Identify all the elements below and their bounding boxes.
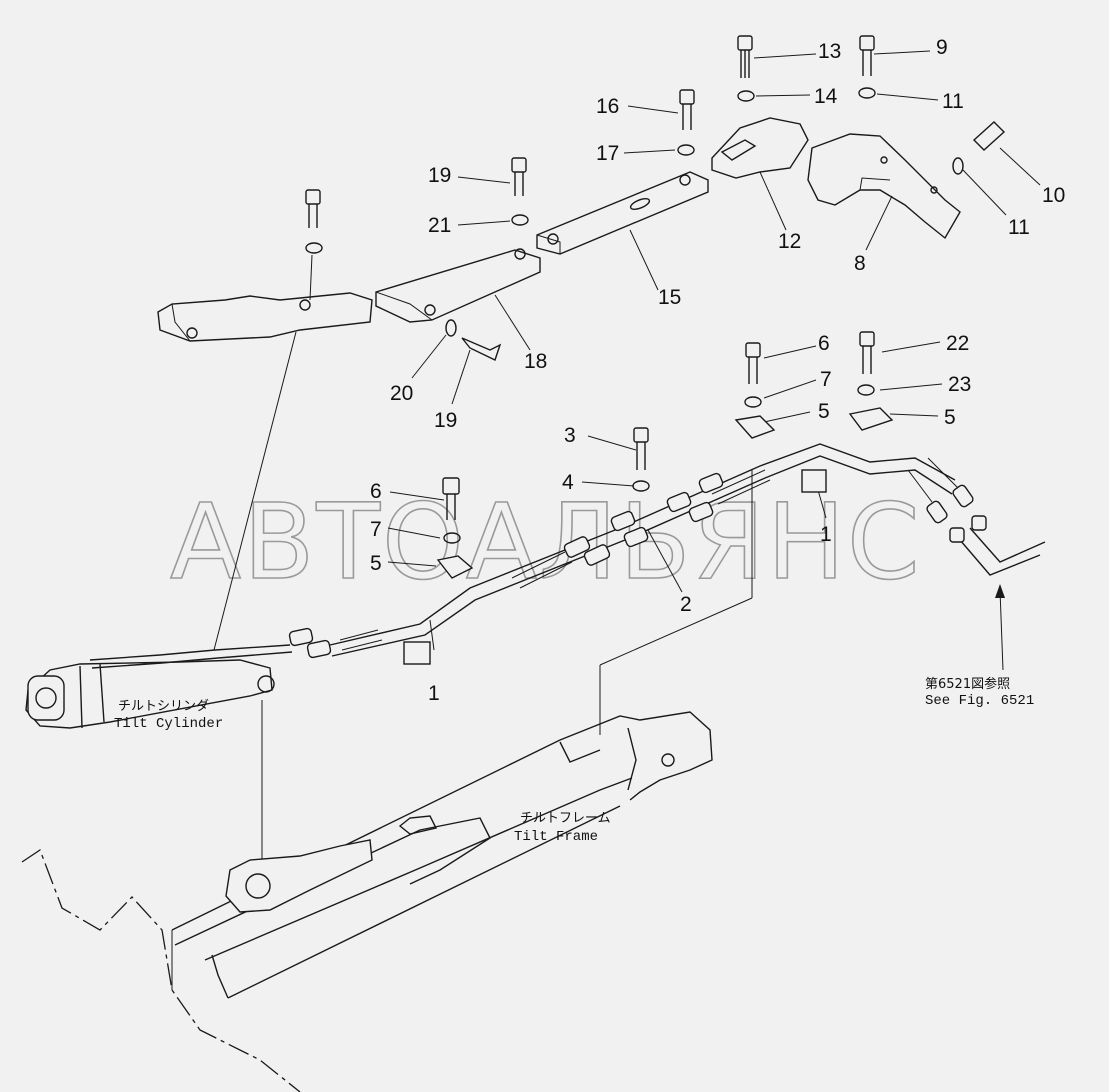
reference-en-label: See Fig. 6521 bbox=[925, 693, 1034, 709]
tilt-cylinder-en-label: Tilt Cylinder bbox=[114, 716, 223, 732]
callout-23: 23 bbox=[948, 373, 971, 396]
callout-22: 22 bbox=[946, 332, 969, 355]
callout-6a: 6 bbox=[818, 332, 830, 355]
labels: チルトシリンダ Tilt Cylinder チルトフレーム Tilt Frame… bbox=[114, 676, 1034, 845]
callout-20: 20 bbox=[390, 382, 413, 405]
callout-13: 13 bbox=[818, 40, 841, 63]
callout-7a: 7 bbox=[820, 368, 832, 391]
callout-17: 17 bbox=[596, 142, 619, 165]
hose-lines bbox=[288, 331, 1046, 665]
callout-4: 4 bbox=[562, 471, 574, 494]
callout-7b: 7 bbox=[370, 518, 382, 541]
tilt-cylinder-jp-label: チルトシリンダ bbox=[118, 699, 209, 714]
tilt-frame bbox=[21, 711, 713, 1092]
callout-3: 3 bbox=[564, 424, 576, 447]
tilt-frame-en-label: Tilt Frame bbox=[514, 829, 598, 845]
callout-15: 15 bbox=[658, 286, 681, 309]
callout-9: 9 bbox=[936, 36, 948, 59]
watermark-text: АВТОАЛЬЯНС bbox=[170, 481, 922, 603]
callout-11b: 11 bbox=[1008, 216, 1030, 239]
callout-10: 10 bbox=[1042, 184, 1065, 207]
cover-assembly bbox=[157, 35, 1006, 361]
callout-19b: 19 bbox=[434, 409, 457, 432]
callout-8: 8 bbox=[854, 252, 866, 275]
reference-jp-label: 第6521図参照 bbox=[925, 676, 1010, 692]
callout-1a: 1 bbox=[428, 682, 440, 705]
callouts: 13 9 14 11 16 17 10 11 19 21 12 8 15 18 … bbox=[370, 36, 1065, 705]
callout-18: 18 bbox=[524, 350, 547, 373]
callout-21: 21 bbox=[428, 214, 451, 237]
callout-6b: 6 bbox=[370, 480, 382, 503]
callout-16: 16 bbox=[596, 95, 619, 118]
tilt-frame-jp-label: チルトフレーム bbox=[520, 811, 611, 826]
leader-lines bbox=[213, 50, 1041, 875]
callout-5c: 5 bbox=[370, 552, 382, 575]
callout-5b: 5 bbox=[944, 406, 956, 429]
callout-19a: 19 bbox=[428, 164, 451, 187]
callout-1b: 1 bbox=[820, 523, 832, 546]
tilt-cylinder bbox=[25, 644, 293, 729]
callout-2: 2 bbox=[680, 593, 692, 616]
callout-5a: 5 bbox=[818, 400, 830, 423]
callout-14: 14 bbox=[814, 85, 838, 108]
callout-12: 12 bbox=[778, 230, 801, 253]
callout-11a: 11 bbox=[942, 90, 964, 113]
